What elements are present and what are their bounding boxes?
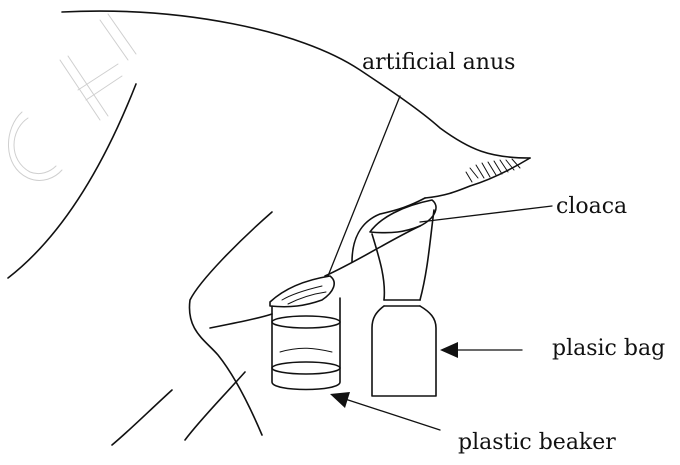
bird-back-outline (62, 11, 530, 158)
beaker-shape (272, 298, 340, 390)
label-artificial-anus: artificial anus (362, 50, 515, 75)
belly-line (210, 314, 272, 328)
leg-outline-left (8, 84, 136, 278)
arrow-beaker (330, 392, 440, 430)
tail-hatching (466, 159, 520, 182)
leg-line-lower (112, 390, 172, 445)
watermark (8, 14, 136, 180)
plastic-bag (372, 306, 436, 396)
leader-artificial-anus (328, 96, 400, 276)
cloaca-funnel (370, 200, 436, 233)
bag-collar (384, 300, 420, 306)
label-plastic-bag: plasic bag (552, 336, 665, 361)
leg-outline-right (185, 372, 245, 440)
arrow-bag (440, 342, 522, 358)
rump-outline (352, 198, 425, 262)
label-plastic-beaker: plastic beaker (458, 430, 616, 455)
leader-cloaca (420, 206, 552, 222)
label-cloaca: cloaca (556, 194, 627, 219)
